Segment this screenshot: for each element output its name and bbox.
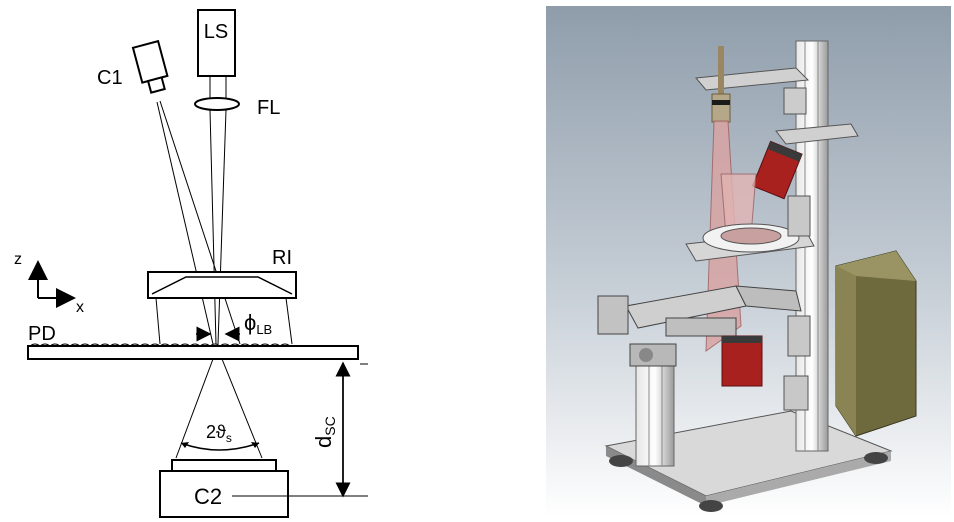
ring-illuminator: RI (147, 247, 297, 299)
stage-motor (629, 343, 677, 367)
left-leg (635, 355, 675, 467)
dsc-label: dSC (311, 416, 338, 448)
particle-disc: PD (27, 323, 359, 360)
light-source: LS (197, 9, 236, 77)
laser-beam (209, 76, 227, 345)
axis-x-label: x (76, 299, 84, 316)
camera-c1-label: C1 (97, 67, 123, 89)
column-mounts (783, 195, 811, 411)
ring-illumination-lines (155, 297, 293, 345)
camera-c1: C1 (97, 39, 169, 94)
focusing-lens-label: FL (257, 97, 280, 119)
camera-c2-label: C2 (194, 484, 222, 509)
focusing-lens: FL (194, 97, 280, 119)
camera-c1-view-lines (156, 100, 241, 345)
scattering-cone (175, 358, 263, 459)
electronics-enclosure (835, 250, 917, 437)
light-source-label: LS (204, 21, 228, 43)
ring-illuminator-3d (685, 223, 815, 262)
scattering-angle-dimension: 2ϑs (180, 422, 260, 451)
camera-bottom (721, 335, 763, 387)
sensor-distance-dimension: dSC (311, 361, 368, 498)
coordinate-axes: z x (14, 251, 84, 316)
scattering-angle-label: 2ϑs (206, 422, 232, 445)
optical-schematic: LS FL C1 RI ϕLB (14, 9, 368, 518)
particle-disc-label: PD (28, 323, 56, 345)
laser-beam-diameter-dimension: ϕLB (196, 310, 272, 342)
camera-top (751, 140, 803, 200)
sample-stage (597, 285, 802, 337)
cad-rendering (546, 6, 951, 518)
ring-illuminator-label: RI (272, 247, 292, 269)
phi-lb-label: ϕLB (244, 310, 272, 337)
middle-bracket (775, 123, 859, 145)
base-plate (604, 410, 893, 512)
axis-z-label: z (14, 251, 22, 268)
camera-c2: C2 (159, 459, 368, 518)
